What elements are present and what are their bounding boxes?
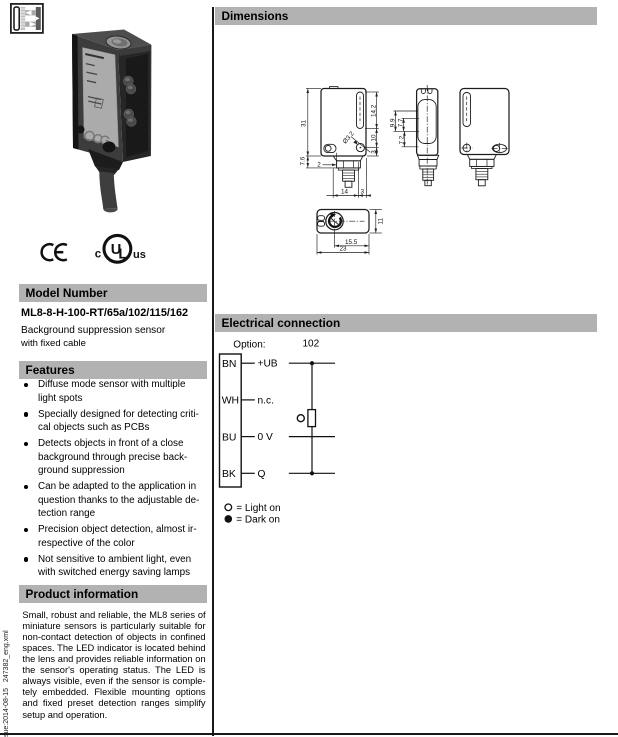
svg-text:11: 11	[378, 217, 385, 224]
svg-text:3: 3	[361, 189, 365, 196]
svg-text:102: 102	[303, 339, 320, 350]
svg-text:Option:: Option:	[233, 340, 265, 351]
svg-text:L: L	[118, 246, 127, 262]
svg-text:2: 2	[317, 161, 321, 168]
svg-text:us: us	[133, 249, 146, 261]
svg-text:9.9: 9.9	[390, 118, 397, 127]
svg-text:c: c	[95, 248, 102, 260]
svg-text:0 V: 0 V	[258, 432, 273, 443]
svg-text:15.5: 15.5	[345, 239, 358, 246]
svg-text:BU: BU	[222, 432, 236, 443]
svg-text:7.7: 7.7	[397, 118, 404, 127]
svg-text:14.2: 14.2	[371, 104, 378, 117]
svg-text:23: 23	[340, 246, 348, 253]
svg-text:Q: Q	[258, 469, 266, 480]
svg-text:+UB: +UB	[258, 359, 278, 370]
svg-text:3: 3	[371, 150, 378, 154]
svg-text:BK: BK	[222, 469, 236, 480]
svg-text:WH: WH	[222, 396, 239, 407]
svg-text:n.c.: n.c.	[258, 395, 274, 406]
svg-text:= Dark on: = Dark on	[236, 515, 280, 526]
svg-text:31: 31	[301, 119, 308, 127]
svg-text:Ø3.2: Ø3.2	[342, 130, 356, 145]
svg-text:7.6: 7.6	[300, 156, 307, 165]
svg-text:10: 10	[371, 134, 378, 142]
svg-text:7.2: 7.2	[398, 135, 405, 144]
svg-text:= Light on: = Light on	[236, 503, 280, 514]
svg-text:BN: BN	[222, 359, 236, 370]
svg-text:14: 14	[341, 189, 349, 196]
